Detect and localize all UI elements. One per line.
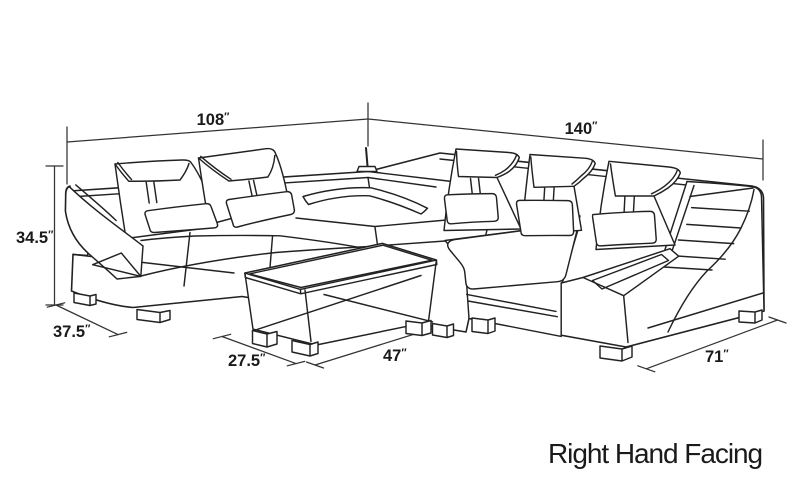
svg-text:47″: 47″ — [383, 347, 407, 365]
svg-text:108″: 108″ — [197, 111, 231, 129]
svg-text:71″: 71″ — [705, 348, 729, 366]
svg-text:140″: 140″ — [565, 120, 599, 138]
svg-text:37.5″: 37.5″ — [53, 323, 91, 341]
svg-text:27.5″: 27.5″ — [228, 352, 266, 370]
svg-text:Right Hand Facing: Right Hand Facing — [548, 438, 762, 469]
svg-text:34.5″: 34.5″ — [16, 229, 54, 247]
